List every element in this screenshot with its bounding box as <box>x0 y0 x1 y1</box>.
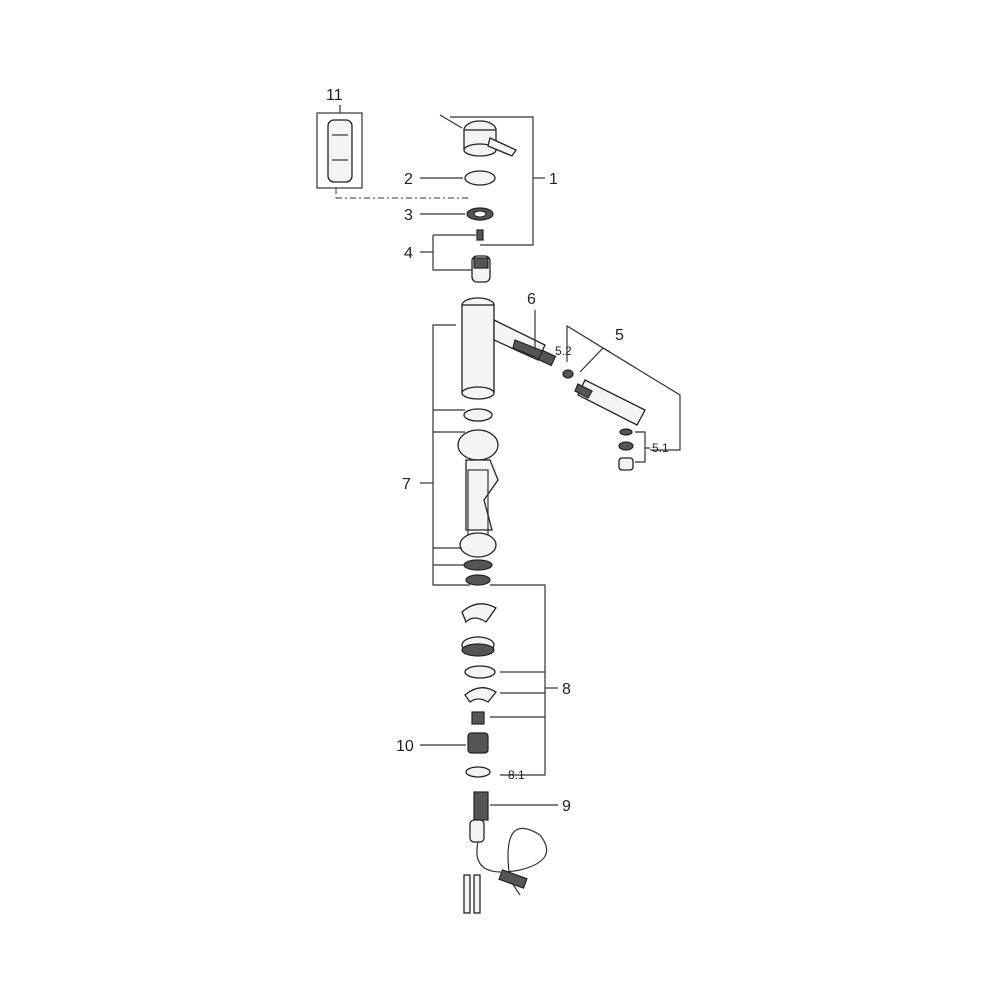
part-5-1-aerator <box>618 428 634 471</box>
part-5-2-seal <box>562 369 574 379</box>
part-5-spray-head <box>574 379 646 426</box>
label-5-2: 5.2 <box>555 344 572 358</box>
label-10: 10 <box>396 738 414 755</box>
label-3: 3 <box>404 207 413 224</box>
label-5-1: 5.1 <box>652 441 669 455</box>
label-5: 5 <box>615 327 624 344</box>
part-4-cartridge <box>471 229 491 283</box>
label-11: 11 <box>326 87 343 104</box>
label-2: 2 <box>404 171 413 188</box>
part-7-body <box>457 297 499 586</box>
label-7: 7 <box>402 476 411 493</box>
part-1-handle <box>439 114 517 157</box>
label-9: 9 <box>562 798 571 815</box>
part-6-spout-hose <box>493 318 557 367</box>
part-3-nut <box>466 207 494 221</box>
label-1: 1 <box>549 171 558 188</box>
label-6: 6 <box>527 291 536 308</box>
part-2-ring <box>464 170 496 186</box>
label-8-1: 8.1 <box>508 768 525 782</box>
part-8-mounting-set <box>461 603 497 778</box>
part-11-tool <box>316 112 470 199</box>
label-8: 8 <box>562 681 571 698</box>
part-9-hose <box>463 791 548 914</box>
label-4: 4 <box>404 245 413 262</box>
